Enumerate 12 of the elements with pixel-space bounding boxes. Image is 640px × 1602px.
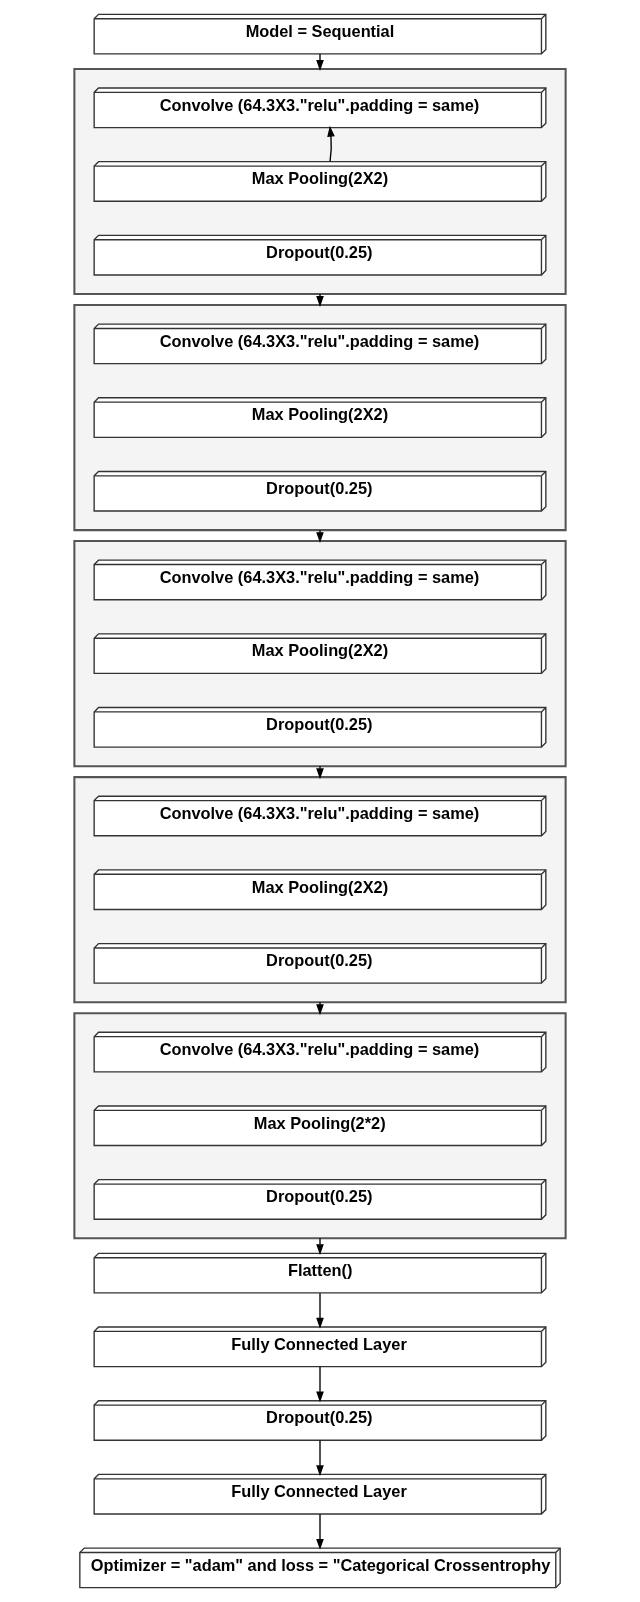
arrow bbox=[316, 1292, 324, 1329]
arrow bbox=[316, 53, 324, 71]
arrow bbox=[316, 765, 324, 780]
arrow bbox=[316, 293, 324, 308]
arrow bbox=[316, 1366, 324, 1403]
arrow bbox=[316, 1513, 324, 1550]
arrow bbox=[316, 1237, 324, 1256]
arrow bbox=[316, 1001, 324, 1016]
cluster bbox=[73, 1012, 567, 1240]
arrow bbox=[327, 125, 335, 163]
arrow bbox=[316, 1439, 324, 1477]
arrow bbox=[316, 529, 324, 544]
